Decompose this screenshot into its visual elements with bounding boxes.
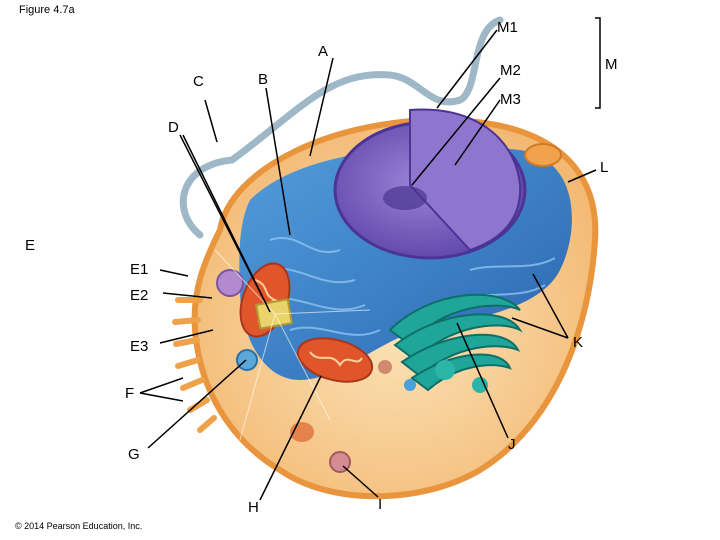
label-j: J	[508, 436, 516, 453]
figure-title: Figure 4.7a	[19, 4, 75, 16]
label-e: E	[25, 237, 36, 254]
copyright: © 2014 Pearson Education, Inc.	[15, 521, 143, 531]
leader-lines	[139, 17, 601, 501]
label-m2: M2	[500, 62, 521, 79]
nucleolus	[383, 186, 427, 210]
label-e2: E2	[130, 287, 149, 304]
flagellum	[179, 16, 504, 239]
peroxisome	[524, 143, 562, 167]
label-i: I	[378, 496, 383, 513]
label-a: A	[318, 43, 329, 60]
label-f: F	[125, 385, 135, 402]
nuclear-envelope-cutaway	[409, 108, 522, 252]
peroxisome-small	[236, 349, 258, 371]
label-k: K	[573, 334, 584, 351]
vesicle	[378, 360, 392, 374]
label-b: B	[258, 71, 269, 88]
label-e3: E3	[130, 338, 149, 355]
microvilli	[172, 297, 217, 433]
label-c: C	[193, 73, 204, 90]
label-d: D	[168, 119, 179, 136]
er-folds	[264, 237, 556, 336]
label-e1: E1	[130, 261, 149, 278]
label-l: L	[600, 159, 609, 176]
vesicle	[472, 377, 488, 393]
label-g: G	[128, 446, 140, 463]
label-m: M	[605, 56, 618, 73]
label-m1: M1	[497, 19, 518, 36]
label-m3: M3	[500, 91, 521, 108]
label-h: H	[248, 499, 259, 516]
vesicle	[404, 379, 416, 391]
lysosome	[216, 269, 244, 297]
vesicle	[435, 360, 455, 380]
centrosome	[255, 298, 293, 330]
